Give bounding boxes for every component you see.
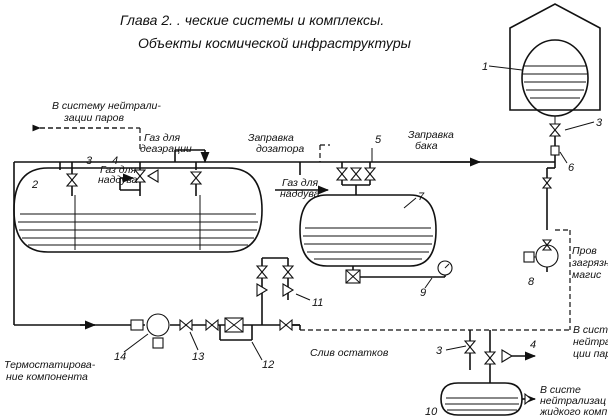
svg-text:зации паров: зации паров (63, 112, 124, 124)
valve-block-11: 11 (255, 257, 323, 325)
vessel-7: 7 (299, 191, 437, 284)
vessel-2: 2 (13, 167, 263, 253)
label-right-contaminated: Пров (572, 245, 597, 257)
shelter-outline (509, 3, 601, 111)
valve-group-5 (335, 167, 377, 181)
label-thermostat: Термостатирова- (4, 359, 96, 371)
callout-4-left: 4 (112, 155, 118, 167)
pump-8: 8 (523, 239, 559, 288)
pump-14: 14 (114, 313, 170, 363)
svg-text:наддува: наддува (98, 174, 138, 186)
svg-text:наддува: наддува (280, 188, 320, 200)
svg-text:ние компонента: ние компонента (6, 371, 88, 383)
callout-12: 12 (262, 359, 274, 371)
vessel-10: 10 3 4 (425, 330, 536, 418)
valve-bottom-right (279, 318, 293, 332)
callout-14: 14 (114, 351, 126, 363)
callout-4-bottom: 4 (530, 339, 536, 351)
callout-5: 5 (375, 134, 382, 146)
callout-10: 10 (425, 406, 438, 418)
label-gas-pressurize-center: Газ для (282, 177, 318, 189)
filter-6 (550, 145, 560, 156)
svg-text:дозатора: дозатора (256, 143, 304, 155)
svg-text:3: 3 (596, 117, 603, 129)
callout-3-bottom: 3 (436, 345, 443, 357)
label-gas-pressurize-left: Газ для (100, 164, 136, 176)
storage-shelter: 1 (482, 3, 601, 124)
callout-2: 2 (31, 179, 38, 191)
callout-8: 8 (528, 276, 535, 288)
label-refill-dosator: Заправка (248, 132, 294, 144)
label-gas-deaeration: Газ для (144, 132, 180, 144)
svg-text:бака: бака (415, 140, 438, 152)
leader-1 (488, 65, 523, 71)
svg-text:жидкого комп: жидкого комп (539, 406, 607, 418)
callout-1: 1 (482, 61, 488, 73)
callout-13: 13 (192, 351, 205, 363)
label-right-liquid-neutralization: В систе (540, 384, 581, 396)
label-drain: Слив остатков (310, 347, 389, 359)
svg-text:деаэрации: деаэрации (140, 143, 192, 155)
vessel-1-tank (521, 39, 589, 117)
svg-text:загрязн: загрязн (571, 257, 608, 269)
valve-6-vertical (541, 177, 553, 189)
valve-13: 13 (179, 318, 205, 363)
label-refill-tank: Заправка (408, 129, 454, 141)
valve-deaeration (189, 171, 203, 185)
svg-text:ции пар: ции пар (573, 348, 608, 360)
valve-3-top-right: 3 (548, 117, 603, 137)
callout-6: 6 (568, 162, 575, 174)
filter-heater-12: 12 (205, 317, 274, 371)
page-subheader: Объекты космической инфраструктуры (138, 35, 412, 51)
callout-7: 7 (418, 191, 425, 203)
svg-text:нейтра: нейтра (573, 336, 608, 348)
callout-9: 9 (420, 287, 426, 299)
chapter-header: Глава 2. . ческие системы и комплексы. (120, 12, 384, 28)
svg-text:магис: магис (572, 269, 602, 281)
callout-3-left: 3 (86, 155, 93, 167)
valve-3-left (65, 173, 79, 187)
label-right-vapor-neutralization: В сист (573, 324, 608, 336)
callout-11: 11 (312, 297, 323, 309)
label-to-neutralization: В систему нейтрали- (52, 100, 161, 112)
reducer-4-left (133, 169, 159, 183)
svg-text:нейтрализац: нейтрализац (540, 395, 606, 407)
